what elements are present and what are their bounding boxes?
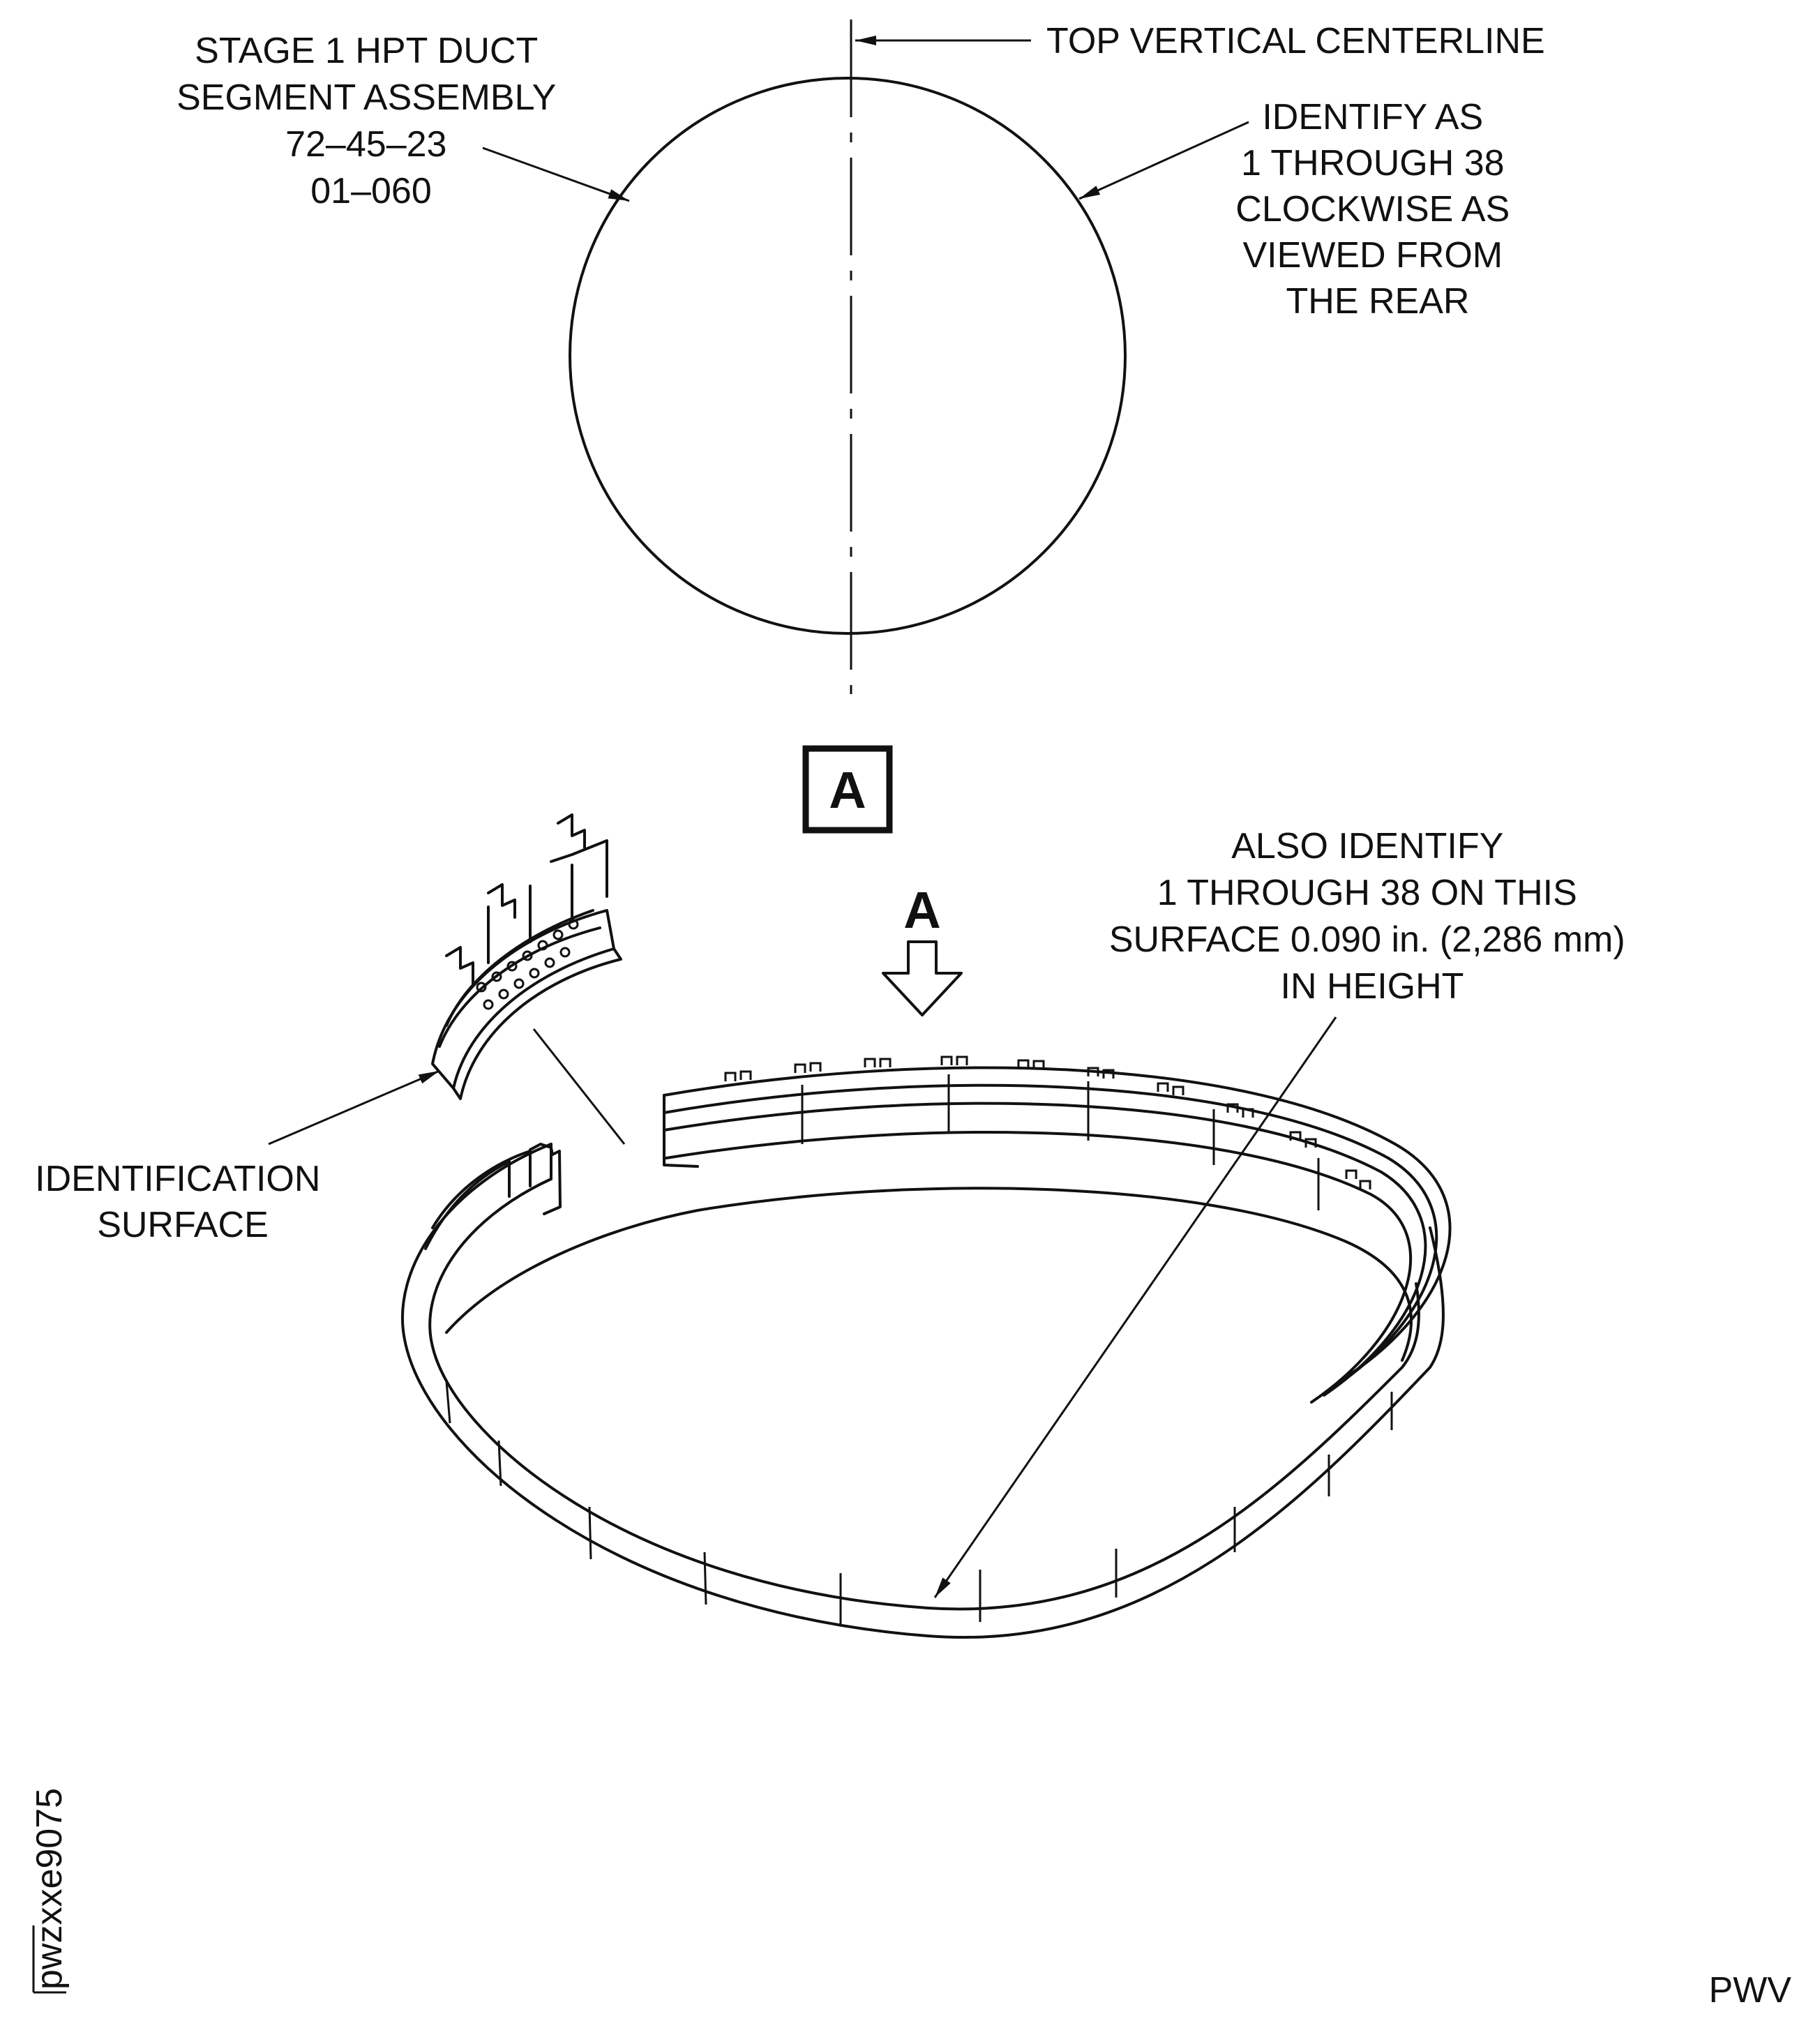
assembly-line-3: 72–45–23 — [285, 124, 446, 165]
view-direction-arrow — [882, 940, 963, 1016]
also-line-4: IN HEIGHT — [1281, 966, 1464, 1007]
assembly-line-4: 01–060 — [310, 171, 432, 211]
view-arrow-letter: A — [903, 881, 940, 939]
identify-label: IDENTIFY AS 1 THROUGH 38 CLOCKWISE AS VI… — [1235, 97, 1519, 322]
idsurface-line-1: IDENTIFICATION — [35, 1159, 320, 1199]
identify-line-1: IDENTIFY AS — [1262, 97, 1483, 137]
assembly-line-1: STAGE 1 HPT DUCT — [195, 31, 537, 71]
idsurface-label: IDENTIFICATION SURFACE — [35, 1159, 331, 1245]
identify-line-3: CLOCKWISE AS — [1235, 189, 1510, 230]
identify-line-4: VIEWED FROM — [1242, 235, 1503, 276]
view-a-circle — [569, 77, 1127, 635]
view-a-box-letter: A — [829, 761, 866, 819]
duct-segment — [431, 813, 622, 1100]
identify-line-5: THE REAR — [1286, 281, 1470, 322]
segment-holes — [476, 919, 579, 1010]
also-identify-leader — [933, 1016, 1337, 1598]
also-identify-label: ALSO IDENTIFY 1 THROUGH 38 ON THIS SURFA… — [1109, 826, 1635, 1007]
figure-code: pwzxxe9075 — [29, 1788, 70, 1990]
also-line-3: SURFACE 0.090 in. (2,286 mm) — [1109, 919, 1625, 960]
identify-line-2: 1 THROUGH 38 — [1241, 143, 1505, 183]
segment-dividers — [445, 1074, 1393, 1625]
identify-leader — [1078, 121, 1249, 200]
explode-line — [532, 1028, 626, 1145]
ring-gap-end — [529, 1143, 562, 1215]
view-a-box — [802, 745, 893, 834]
rim-tabs — [724, 1055, 1371, 1189]
centerline-label: TOP VERTICAL CENTERLINE — [1046, 21, 1545, 61]
also-line-1: ALSO IDENTIFY — [1231, 826, 1503, 866]
idsurface-leader — [268, 1069, 440, 1145]
assembly-label: STAGE 1 HPT DUCT SEGMENT ASSEMBLY 72–45–… — [176, 31, 566, 211]
assembly-leader — [482, 146, 630, 202]
duct-ring — [400, 1066, 1452, 1639]
idsurface-line-2: SURFACE — [97, 1205, 269, 1245]
assembly-line-2: SEGMENT ASSEMBLY — [176, 77, 556, 118]
also-line-2: 1 THROUGH 38 ON THIS — [1157, 873, 1577, 913]
corner-mark: PWV — [1709, 1970, 1792, 2011]
